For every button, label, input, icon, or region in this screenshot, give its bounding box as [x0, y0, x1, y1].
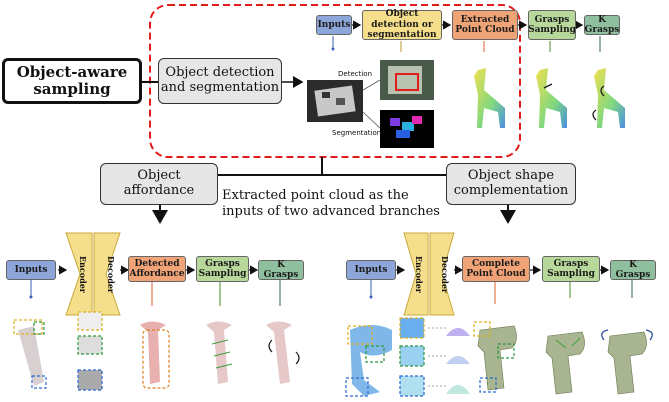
object-affordance-box: Object affordance	[100, 163, 218, 205]
top-grasp-pill: Grasps Sampling	[528, 10, 576, 40]
object-shape-label: Object shape complementation	[453, 168, 569, 198]
left-decoder-label: Decoder	[106, 256, 116, 294]
right-encoder-label: Encoder	[414, 256, 424, 294]
left-feature-patches	[77, 311, 103, 391]
right-complete-pill: Complete Point Cloud	[462, 256, 530, 282]
object-aware-sampling-box: Object-aware sampling	[2, 58, 142, 104]
left-kgrasp-label: K Grasps	[263, 259, 299, 280]
left-grasp-pill: Grasps Sampling	[196, 256, 249, 282]
left-kgrasp-pill: K Grasps	[258, 260, 304, 280]
top-grasp-label: Grasps Sampling	[528, 14, 576, 35]
top-extract-label: Extracted Point Cloud	[455, 14, 515, 35]
right-grasp-label: Grasps Sampling	[547, 258, 595, 279]
right-gaussian-plots	[446, 328, 470, 394]
left-input-object	[13, 319, 47, 389]
left-affordance-pill: Detected Affordance	[128, 256, 186, 282]
right-decoder-shape	[429, 232, 455, 316]
left-affordance-object	[140, 321, 170, 389]
right-sampling-cloud	[545, 331, 585, 395]
top-inputs-pill: Inputs	[316, 15, 352, 35]
left-grasp-label: Grasps Sampling	[198, 258, 247, 279]
right-input-partial-cloud	[345, 325, 392, 397]
detection-label: Detection	[338, 70, 373, 78]
object-aware-sampling-label: Object-aware sampling	[16, 62, 128, 98]
right-kgrasps-cloud	[601, 329, 653, 395]
right-encoder-shape	[403, 232, 429, 316]
top-extract-pill: Extracted Point Cloud	[452, 10, 518, 40]
top-detection-pill: Object detection or segmentation	[362, 9, 442, 41]
right-feature-maps	[399, 317, 448, 397]
left-kgrasps-object	[266, 321, 300, 384]
left-sampling-object	[206, 321, 233, 384]
giraffe-kgrasps	[592, 68, 625, 128]
object-shape-box: Object shape complementation	[446, 163, 576, 205]
top-kgrasp-pill: K Grasps	[584, 15, 620, 35]
giraffe-extracted	[474, 68, 505, 128]
top-kgrasp-label: K Grasps	[584, 14, 620, 35]
giraffe-sampling	[536, 68, 567, 128]
right-kgrasp-pill: K Grasps	[610, 260, 656, 280]
left-affordance-label: Detected Affordance	[129, 258, 185, 279]
left-inputs-pill: Inputs	[6, 260, 56, 280]
branch-caption: Extracted point cloud as the inputs of t…	[222, 188, 442, 221]
right-decoder-label: Decoder	[440, 256, 450, 294]
right-complete-cloud	[473, 321, 517, 393]
top-detection-label: Object detection or segmentation	[367, 9, 437, 41]
obj-det-seg-box: Object detection and segmentation	[158, 58, 282, 104]
right-inputs-pill: Inputs	[346, 260, 396, 280]
left-decoder-shape	[93, 232, 121, 316]
right-grasp-pill: Grasps Sampling	[542, 256, 600, 282]
right-inputs-label: Inputs	[354, 264, 388, 275]
right-kgrasp-label: K Grasps	[615, 259, 651, 280]
obj-det-seg-label: Object detection and segmentation	[160, 65, 280, 95]
object-affordance-label: Object affordance	[123, 168, 195, 198]
top-inputs-label: Inputs	[317, 19, 351, 30]
left-encoder-label: Encoder	[78, 256, 88, 294]
right-complete-label: Complete Point Cloud	[466, 258, 526, 279]
branch-caption-text: Extracted point cloud as the inputs of t…	[222, 188, 440, 220]
segmentation-label: Segmentation	[332, 129, 382, 137]
left-inputs-label: Inputs	[14, 264, 48, 275]
